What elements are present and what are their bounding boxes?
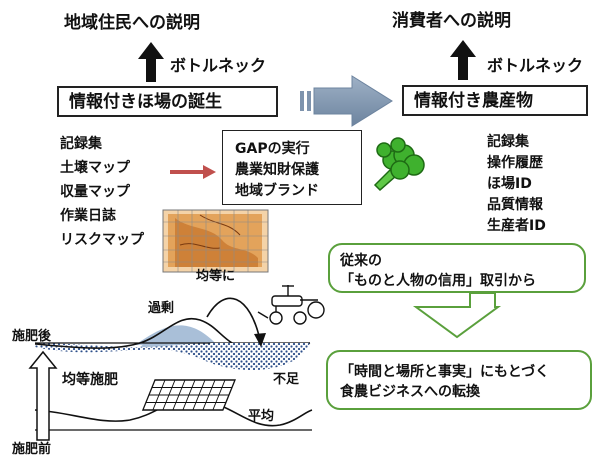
- info-field-birth-box: 情報付きほ場の誕生: [57, 86, 278, 117]
- after-fertilizer-label: 施肥後: [12, 329, 52, 344]
- from-box: 従来の 「ものと人物の信用」取引から: [328, 243, 586, 293]
- big-right-arrow: [300, 75, 393, 127]
- up-arrow-right: [450, 40, 476, 80]
- field-map-image: [162, 209, 269, 273]
- to-line: 「時間と場所と事実」にもとづく: [340, 364, 550, 380]
- list-item: ほ場ID: [487, 176, 532, 192]
- to-box: 「時間と場所と事実」にもとづく 食農ビジネスへの転換: [326, 350, 592, 410]
- list-item: 農業知財保護: [235, 162, 319, 178]
- list-item: 操作履歴: [487, 155, 543, 171]
- gap-box: GAPの実行 農業知財保護 地域ブランド: [222, 130, 362, 205]
- produce-records-list: 記録集 操作履歴 ほ場ID 品質情報 生産者ID: [487, 132, 546, 237]
- list-item: 作業日誌: [60, 208, 116, 224]
- list-item: 地域ブランド: [235, 183, 319, 199]
- bottleneck-label-left: ボトルネック: [170, 56, 267, 75]
- list-item: 収量マップ: [60, 184, 130, 200]
- field-records-list: 記録集 土壌マップ 収量マップ 作業日誌 リスクマップ: [60, 132, 144, 252]
- info-field-birth-label: 情報付きほ場の誕生: [69, 92, 222, 112]
- local-residents-explanation: 地域住民への説明: [64, 13, 200, 33]
- list-item: 記録集: [60, 136, 102, 152]
- info-produce-label: 情報付き農産物: [414, 91, 533, 111]
- consumer-explanation: 消費者への説明: [392, 11, 511, 31]
- up-arrow-left: [138, 42, 164, 82]
- bottleneck-label-right: ボトルネック: [487, 56, 584, 75]
- tractor-icon: [257, 285, 325, 325]
- list-item: GAPの実行: [235, 141, 310, 157]
- to-uniform-label: 均等に: [196, 269, 236, 284]
- to-box-text: 「時間と場所と事実」にもとづく 食農ビジネスへの転換: [340, 362, 549, 402]
- excess-label: 過剰: [148, 301, 175, 316]
- list-item: 土壌マップ: [60, 160, 130, 176]
- from-line: 「ものと人物の信用」取引から: [340, 273, 536, 289]
- list-item: 記録集: [487, 134, 529, 150]
- red-arrow: [170, 165, 216, 179]
- to-line: 食農ビジネスへの転換: [340, 384, 480, 400]
- fertilizer-diagram: [28, 297, 313, 441]
- list-item: 品質情報: [487, 197, 543, 213]
- list-item: 生産者ID: [487, 218, 546, 234]
- average-label: 平均: [248, 409, 275, 424]
- uniform-apply-label: 均等施肥: [62, 372, 118, 388]
- shortage-label: 不足: [273, 372, 300, 387]
- info-produce-box: 情報付き農産物: [402, 85, 588, 116]
- from-line: 従来の: [340, 253, 382, 269]
- gap-box-list: GAPの実行 農業知財保護 地域ブランド: [235, 139, 319, 202]
- list-item: リスクマップ: [60, 232, 144, 248]
- broccoli-icon: [373, 137, 425, 192]
- from-box-text: 従来の 「ものと人物の信用」取引から: [340, 251, 536, 291]
- before-fertilizer-label: 施肥前: [12, 442, 52, 457]
- transition-down-arrow: [412, 292, 502, 339]
